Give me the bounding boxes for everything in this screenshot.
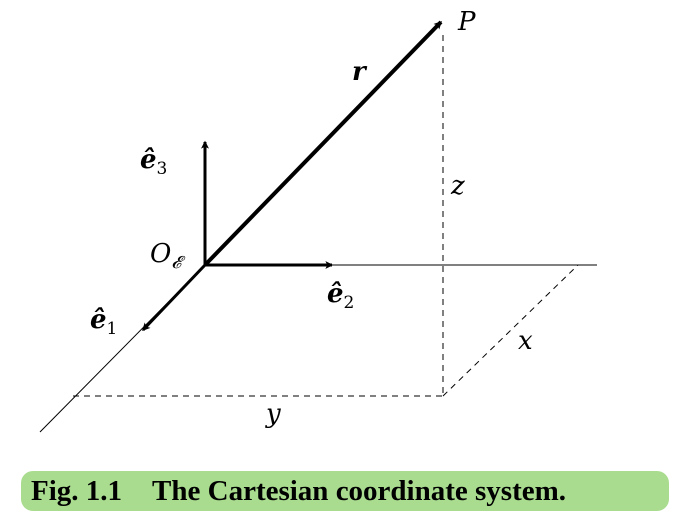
label-p: P (457, 7, 476, 37)
label-x: x (518, 326, 533, 356)
label-origin: O𝓔 (150, 239, 186, 273)
label-e1: ê1 (90, 305, 117, 339)
figure-caption: Fig. 1.1 The Cartesian coordinate system… (21, 471, 669, 511)
e1-vector (141, 263, 207, 332)
label-r: r (352, 57, 368, 87)
projection-x (442, 264, 579, 397)
figure-label: Fig. 1.1 (31, 474, 123, 507)
figure-title: The Cartesian coordinate system. (152, 474, 567, 507)
label-z: z (450, 171, 465, 201)
label-y: y (265, 399, 281, 429)
label-e2: ê2 (327, 279, 354, 313)
position-vector-r (203, 20, 443, 267)
cartesian-diagram: P r z x y O𝓔 ê3 ê2 ê1 (39, 7, 597, 433)
label-e3: ê3 (140, 145, 167, 179)
